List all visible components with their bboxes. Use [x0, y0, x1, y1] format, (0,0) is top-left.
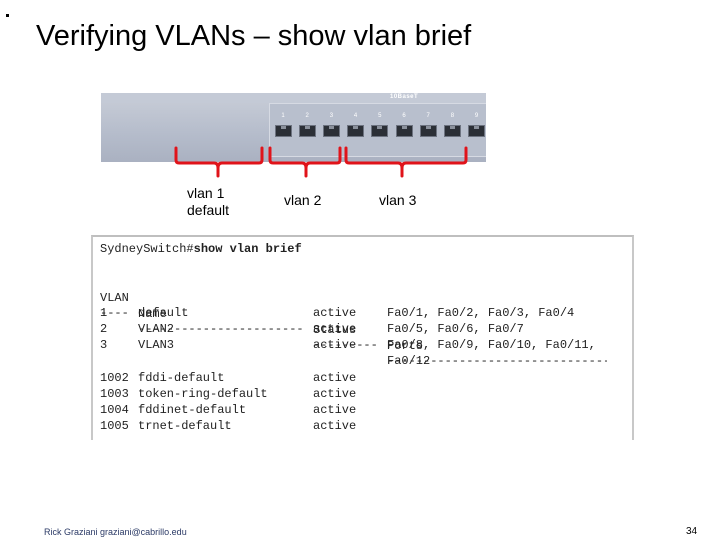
switch-port: 3	[321, 112, 341, 150]
vlan-status: active	[313, 371, 357, 385]
terminal-separator-row: ---- -------------------------------- --…	[100, 289, 620, 368]
table-row: Fa0/12	[100, 353, 620, 369]
switch-port: 8	[442, 112, 462, 150]
terminal-command: show vlan brief	[193, 242, 302, 256]
table-row: 3 VLAN3 active Fa0/8, Fa0/9, Fa0/10, Fa0/11…	[100, 337, 620, 353]
switch-port: 4	[346, 112, 366, 150]
port-bank: 123456789101112	[273, 112, 486, 152]
port-number: 1	[281, 113, 285, 119]
brace-vlan-1	[174, 146, 264, 178]
vlan-ports: Fa0/1, Fa0/2, Fa0/3, Fa0/4	[387, 306, 575, 320]
port-number: 5	[378, 113, 382, 119]
brace-vlan-2	[268, 146, 342, 178]
vlan-id: 2	[100, 322, 108, 336]
vlan-status: active	[313, 419, 357, 433]
rj45-port-icon	[347, 125, 365, 137]
terminal-output: SydneySwitch#show vlan brief VLAN Name S…	[91, 235, 634, 440]
vlan-status: active	[313, 387, 357, 401]
terminal-prompt: SydneySwitch#	[100, 242, 194, 256]
vlan-1-label: vlan 1 default	[187, 185, 229, 219]
header-name: Name	[138, 307, 167, 321]
vlan-name: VLAN2	[138, 322, 175, 336]
vlan-status: active	[313, 306, 357, 320]
switch-port: 7	[418, 112, 438, 150]
brace-vlan-3	[344, 146, 468, 178]
table-row: 1002 fddi-default active	[100, 370, 620, 386]
header-vlan: VLAN	[100, 291, 129, 305]
vlan-ports: Fa0/8, Fa0/9, Fa0/10, Fa0/11,	[387, 338, 596, 352]
rj45-port-icon	[468, 125, 486, 137]
terminal-command-line: SydneySwitch#show vlan brief	[100, 241, 302, 257]
vlan-status: active	[313, 403, 357, 417]
table-row: 1005 trnet-default active	[100, 418, 620, 434]
terminal-header-row: VLAN Name Status Ports	[100, 274, 620, 353]
vlan-id: 1	[100, 306, 108, 320]
vlan-1-name: vlan 1	[187, 185, 225, 201]
table-row: 1 default active Fa0/1, Fa0/2, Fa0/3, Fa0/4	[100, 305, 620, 321]
port-number: 2	[305, 113, 309, 119]
vlan-1-subtitle: default	[187, 202, 230, 218]
vlan-ports: Fa0/12	[387, 354, 431, 368]
switch-model-label: 10BaseT	[390, 94, 419, 100]
vlan-2-label: vlan 2	[284, 192, 322, 208]
rj45-port-icon	[298, 125, 316, 137]
rj45-port-icon	[395, 125, 413, 137]
port-number: 6	[402, 113, 406, 119]
rj45-port-icon	[443, 125, 461, 137]
vlan-status: active	[313, 322, 357, 336]
vlan-name: token-ring-default	[138, 387, 268, 401]
rj45-port-icon	[419, 125, 437, 137]
rj45-port-icon	[322, 125, 340, 137]
switch-panel-top	[101, 93, 486, 103]
separator-status: ---------	[313, 338, 378, 352]
rj45-port-icon	[371, 125, 389, 137]
vlan-id: 3	[100, 338, 108, 352]
separator-name: --------------------------------	[138, 322, 303, 336]
port-number: 9	[474, 113, 479, 119]
separator-vlan: ----	[100, 306, 129, 320]
vlan-name: fddinet-default	[138, 403, 247, 417]
vlan-name: trnet-default	[138, 419, 232, 433]
bullet-dot	[6, 14, 9, 17]
vlan-3-label: vlan 3	[379, 192, 417, 208]
switch-port: 5	[370, 112, 390, 150]
switch-port: 9	[467, 112, 486, 150]
footer-author: Rick Graziani graziani@cabrillo.edu	[44, 527, 187, 537]
header-ports: Ports	[387, 339, 424, 353]
separator-ports: -------------------------------	[387, 354, 607, 368]
header-status: Status	[313, 323, 357, 337]
vlan-id: 1004	[100, 403, 129, 417]
switch-front-panel-image: 10BaseT 123456789101112	[101, 93, 486, 162]
vlan-ports: Fa0/5, Fa0/6, Fa0/7	[387, 322, 524, 336]
slide-title: Verifying VLANs – show vlan brief	[36, 20, 472, 52]
vlan-name: default	[138, 306, 189, 320]
table-row: 2 VLAN2 active Fa0/5, Fa0/6, Fa0/7	[100, 321, 620, 337]
port-number: 8	[450, 113, 455, 119]
vlan-name: fddi-default	[138, 371, 225, 385]
vlan-id: 1002	[100, 371, 129, 385]
vlan-id: 1003	[100, 387, 129, 401]
rj45-port-icon	[274, 125, 292, 137]
port-number: 3	[329, 113, 334, 119]
port-number: 4	[353, 113, 358, 119]
vlan-status: active	[313, 338, 357, 352]
vlan-name: VLAN3	[138, 338, 175, 352]
port-number: 7	[426, 113, 430, 119]
table-row: 1003 token-ring-default active	[100, 386, 620, 402]
page-number: 34	[686, 526, 698, 537]
table-row: 1004 fddinet-default active	[100, 402, 620, 418]
switch-port: 1	[273, 112, 293, 150]
switch-port: 6	[394, 112, 414, 150]
vlan-id: 1005	[100, 419, 129, 433]
switch-port: 2	[297, 112, 317, 150]
